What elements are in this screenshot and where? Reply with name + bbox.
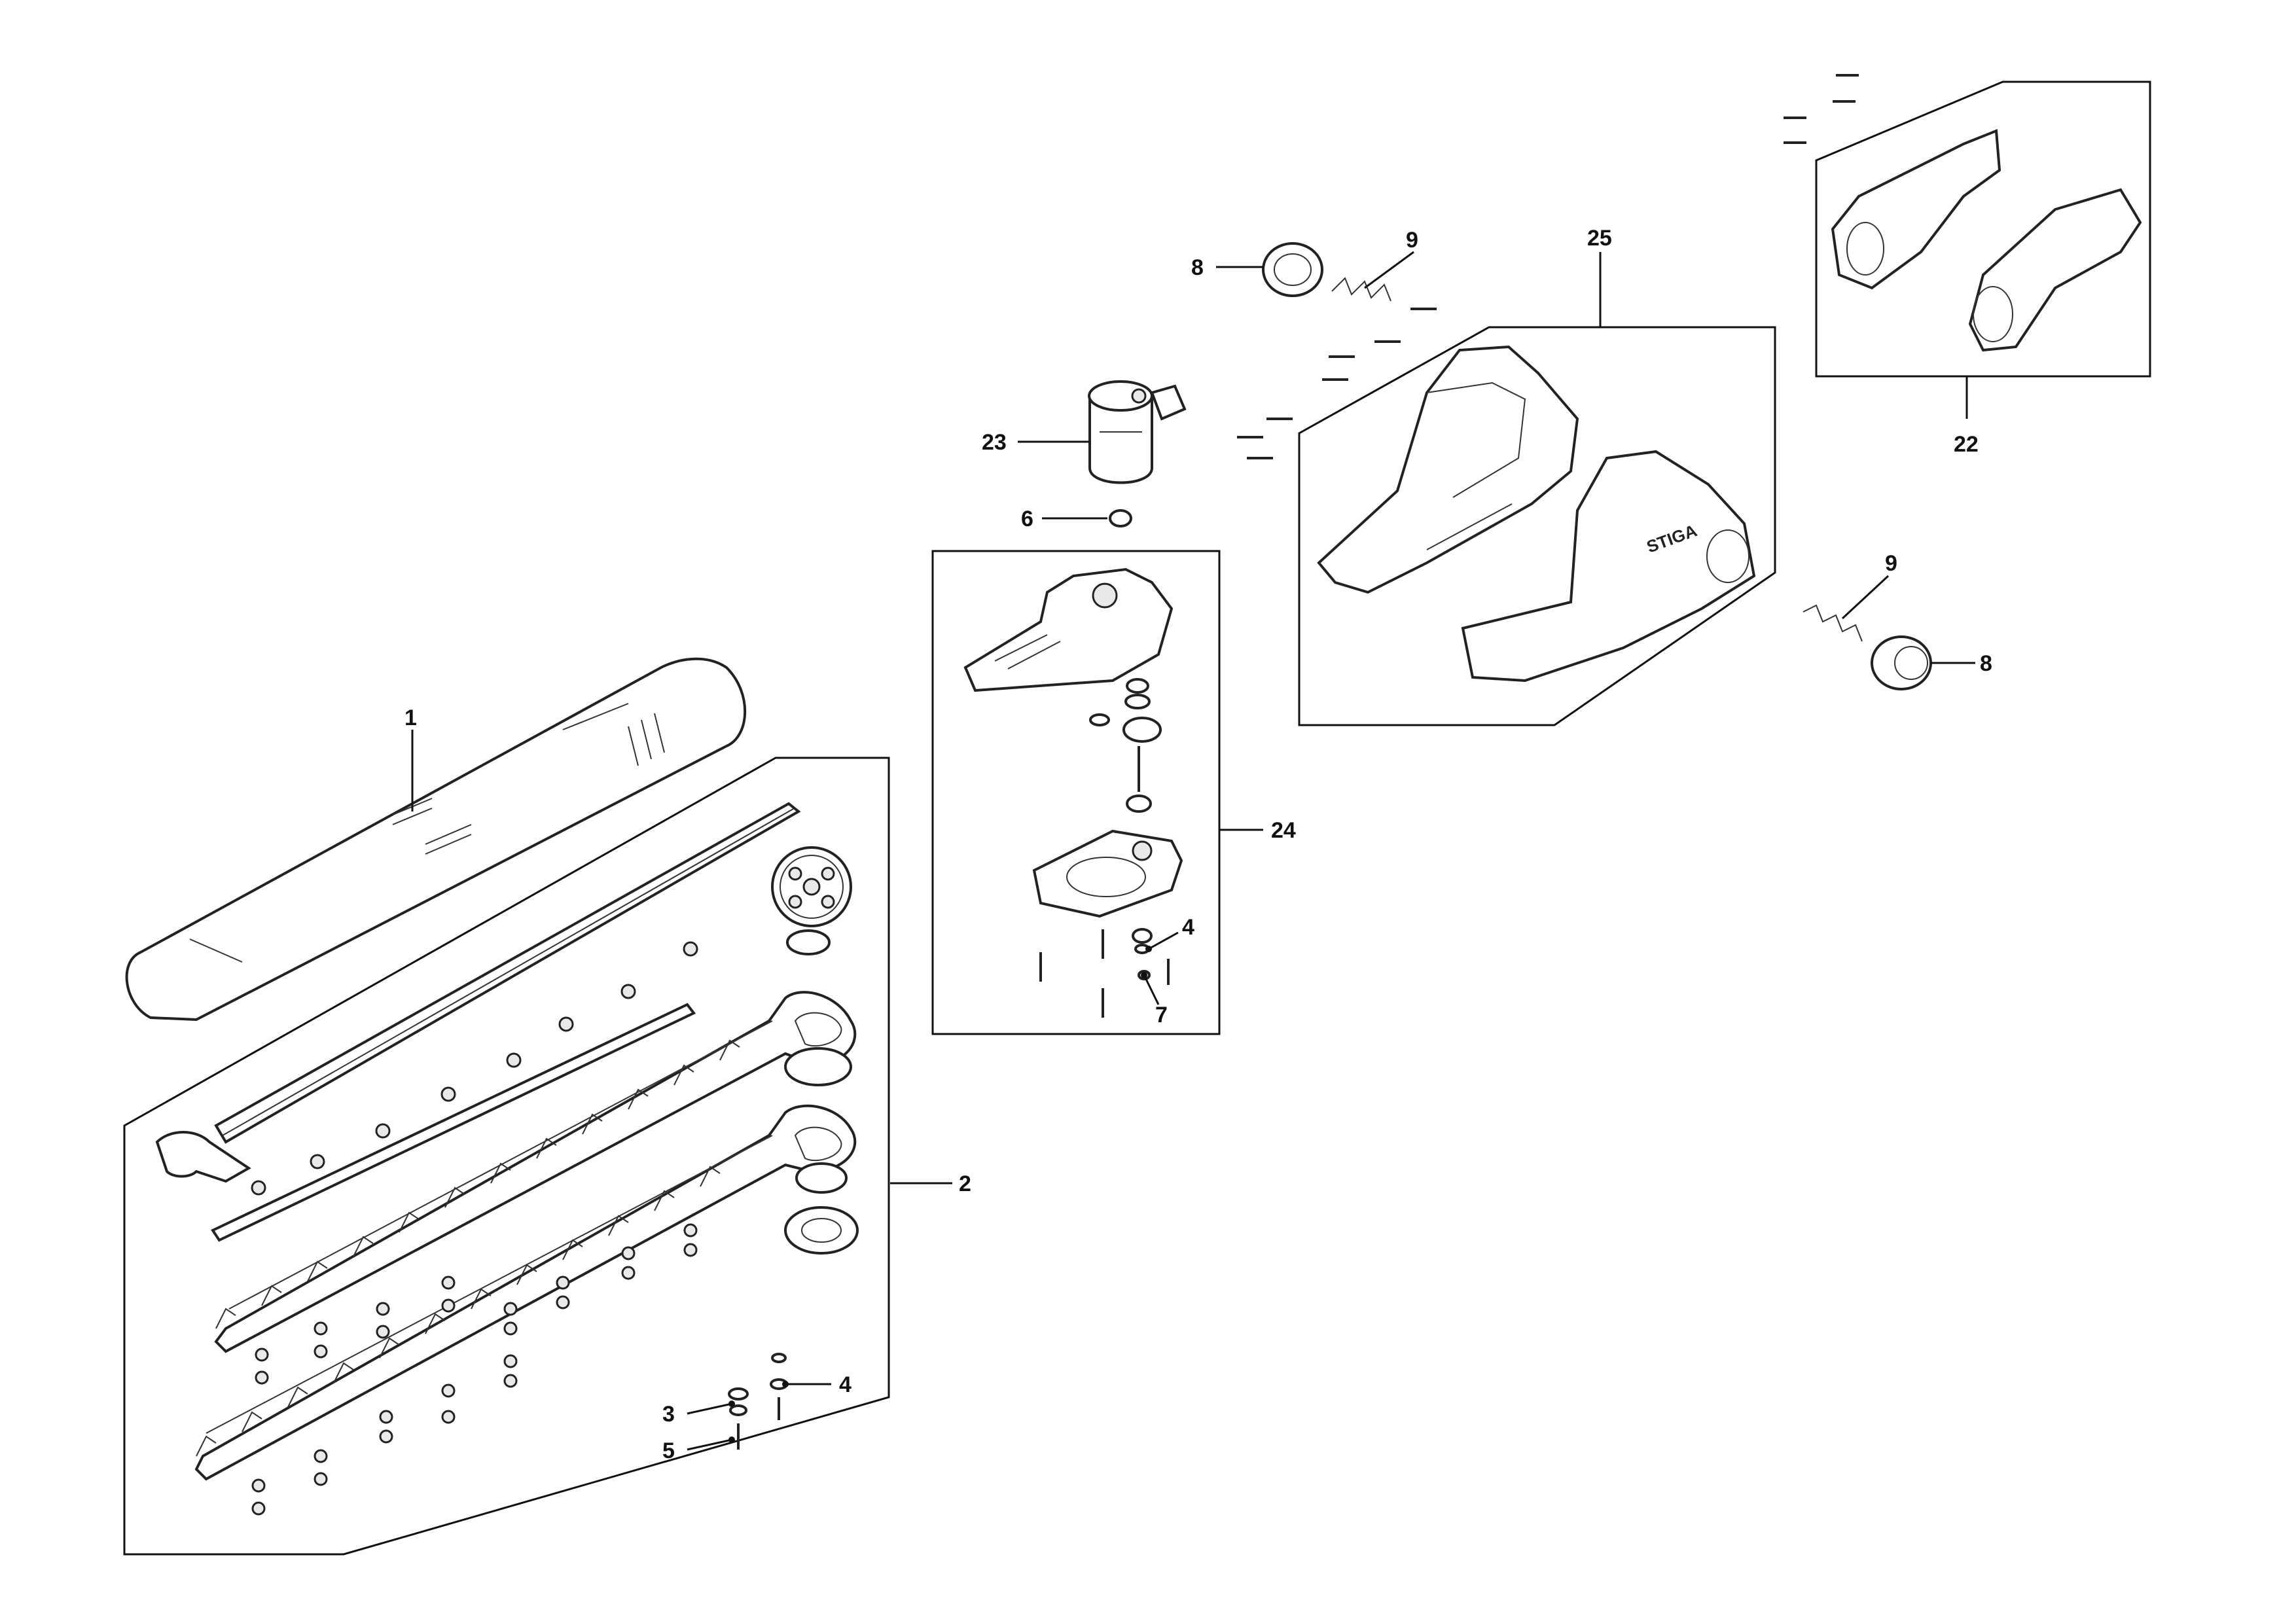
group-box-24 xyxy=(931,550,1221,1035)
cam-plate-2 xyxy=(795,1162,848,1194)
handle-screws xyxy=(1784,74,1859,144)
mounting-bar xyxy=(211,1003,696,1242)
gearbox-housing xyxy=(963,567,1174,692)
spring-top xyxy=(1331,277,1391,302)
callout-3: 3 xyxy=(662,1402,675,1427)
callout-2: 2 xyxy=(959,1171,971,1196)
callout-23: 23 xyxy=(982,430,1007,455)
blade-teeth-bottom xyxy=(196,1166,721,1457)
callout-4a: 4 xyxy=(839,1372,852,1397)
callout-5: 5 xyxy=(662,1438,675,1463)
blade-guide-rail xyxy=(214,802,801,1144)
gear-stack xyxy=(1089,678,1162,813)
bar-bolts xyxy=(251,941,698,1196)
callout-1: 1 xyxy=(404,705,417,730)
blade-bushings xyxy=(251,1223,698,1516)
callout-4b: 4 xyxy=(1182,915,1194,940)
loose-hardware xyxy=(728,1353,788,1450)
gearbox-screws xyxy=(1039,928,1170,1018)
handle-left-half xyxy=(1831,129,2001,290)
hook-plate xyxy=(155,1131,251,1183)
gearbox-cover xyxy=(1032,829,1183,918)
knob-bottom xyxy=(1871,635,1932,690)
gear-wheel xyxy=(771,846,852,927)
housing-left-half xyxy=(1317,345,1579,594)
blade-teeth-top xyxy=(215,1039,740,1329)
callout-8a: 8 xyxy=(1191,255,1204,280)
housing-right-half: STIGA xyxy=(1461,450,1756,683)
callout-22: 22 xyxy=(1954,432,1979,457)
gear-washer xyxy=(786,929,831,955)
callout-7: 7 xyxy=(1155,1003,1168,1027)
callout-9b: 9 xyxy=(1885,551,1897,576)
cam-plate-1 xyxy=(784,1047,852,1086)
handle-right-half xyxy=(1968,188,2142,352)
group-box-2 xyxy=(123,757,890,1556)
callout-24: 24 xyxy=(1271,818,1296,843)
motor xyxy=(1088,380,1187,484)
pinion-gear xyxy=(1109,509,1132,527)
callout-25: 25 xyxy=(1587,226,1612,251)
blade-cover xyxy=(125,657,747,1022)
group-box-22 xyxy=(1815,80,2151,378)
knob-top xyxy=(1262,242,1323,297)
callout-8b: 8 xyxy=(1980,651,1992,676)
group-box-25 xyxy=(1298,326,1776,726)
callout-6: 6 xyxy=(1021,507,1033,531)
eccentric-disc xyxy=(784,1206,859,1255)
housing-screws xyxy=(1237,308,1437,459)
spring-bottom xyxy=(1803,604,1863,642)
callout-9a: 9 xyxy=(1406,228,1418,253)
